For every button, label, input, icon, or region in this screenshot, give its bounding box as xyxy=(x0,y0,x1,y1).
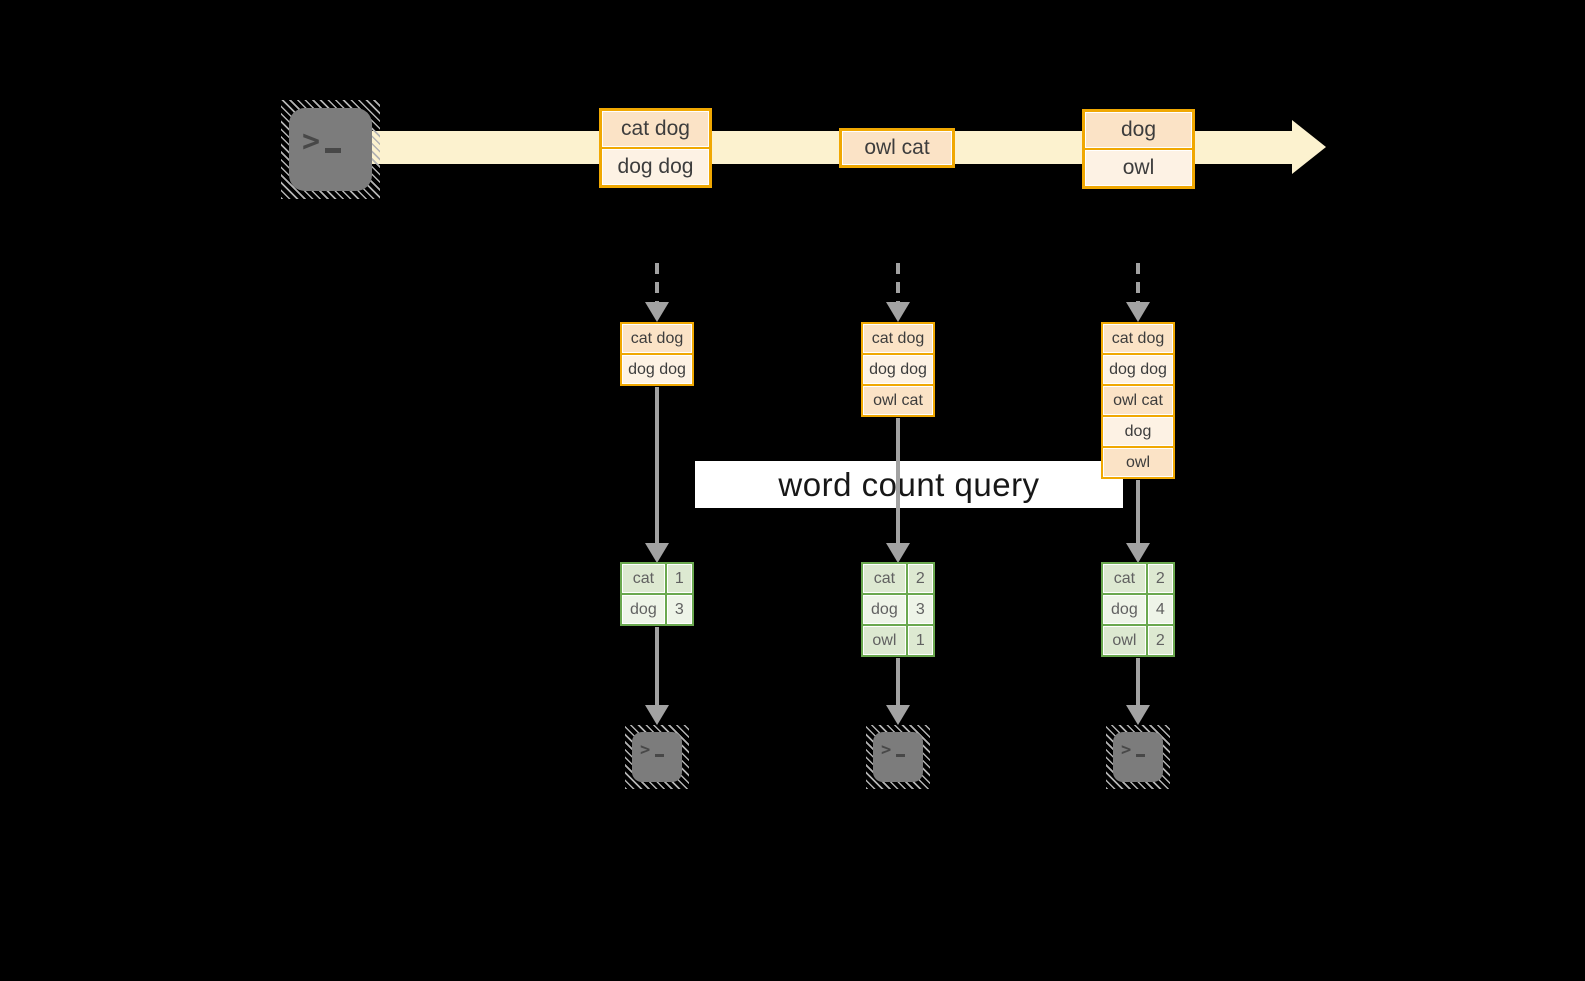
prompt-underscore-icon xyxy=(896,753,906,757)
stream-event-line: dog dog xyxy=(602,149,709,185)
query-connector-2 xyxy=(896,418,900,543)
buffer-row: cat dog xyxy=(1103,324,1173,353)
stream-event-line: owl cat xyxy=(842,131,952,165)
terminal-prompt-glyph: > xyxy=(640,740,665,760)
query-connector-1 xyxy=(655,387,659,543)
count-row: owl 1 xyxy=(863,626,933,655)
count-value-cell: 1 xyxy=(907,626,933,655)
count-value-cell: 3 xyxy=(666,595,692,624)
count-row: dog 3 xyxy=(863,595,933,624)
ingest-arrowhead-1 xyxy=(645,302,669,322)
prompt-chevron-icon: > xyxy=(302,124,321,159)
output-terminal-icon-2: > xyxy=(866,725,930,789)
count-value-cell: 1 xyxy=(666,564,692,593)
count-word-cell: owl xyxy=(1103,626,1146,655)
query-label: word count query xyxy=(778,465,1040,503)
query-arrowhead-1 xyxy=(645,543,669,563)
stream-arrowhead xyxy=(1292,120,1326,174)
terminal-prompt-glyph: > xyxy=(1121,740,1146,760)
count-row: dog 3 xyxy=(622,595,692,624)
buffer-row: owl cat xyxy=(1103,386,1173,415)
query-connector-3 xyxy=(1136,480,1140,543)
ingest-arrowhead-2 xyxy=(886,302,910,322)
count-row: owl 2 xyxy=(1103,626,1173,655)
prompt-chevron-icon: > xyxy=(881,740,892,760)
count-value-cell: 2 xyxy=(1147,626,1173,655)
ingest-arrow-2 xyxy=(896,263,900,303)
output-arrowhead-1 xyxy=(645,705,669,725)
source-terminal-icon: > xyxy=(281,100,380,199)
stream-event-line: owl xyxy=(1085,150,1192,186)
ingest-arrowhead-3 xyxy=(1126,302,1150,322)
count-value-cell: 4 xyxy=(1147,595,1173,624)
buffer-row: dog dog xyxy=(1103,355,1173,384)
count-table-1: cat 1 dog 3 xyxy=(620,562,694,626)
count-word-cell: owl xyxy=(863,626,906,655)
terminal-body: > xyxy=(1113,732,1163,782)
ingest-arrow-1 xyxy=(655,263,659,303)
count-word-cell: cat xyxy=(863,564,906,593)
buffer-row: dog xyxy=(1103,417,1173,446)
terminal-body: > xyxy=(873,732,923,782)
count-row: dog 4 xyxy=(1103,595,1173,624)
output-connector-1 xyxy=(655,627,659,705)
count-word-cell: dog xyxy=(622,595,665,624)
buffered-records-2: cat dog dog dog owl cat xyxy=(861,322,935,417)
prompt-underscore-icon xyxy=(1136,753,1146,757)
buffer-row: dog dog xyxy=(622,355,692,384)
count-value-cell: 3 xyxy=(907,595,933,624)
prompt-chevron-icon: > xyxy=(640,740,651,760)
buffer-row: cat dog xyxy=(863,324,933,353)
output-connector-3 xyxy=(1136,658,1140,705)
prompt-underscore-icon xyxy=(655,753,665,757)
count-table-3: cat 2 dog 4 owl 2 xyxy=(1101,562,1175,657)
buffered-records-1: cat dog dog dog xyxy=(620,322,694,386)
terminal-prompt-glyph: > xyxy=(881,740,906,760)
output-terminal-icon-1: > xyxy=(625,725,689,789)
prompt-underscore-icon xyxy=(325,148,342,153)
prompt-chevron-icon: > xyxy=(1121,740,1132,760)
count-value-cell: 2 xyxy=(907,564,933,593)
terminal-prompt-glyph: > xyxy=(302,124,342,159)
output-arrowhead-2 xyxy=(886,705,910,725)
count-word-cell: cat xyxy=(622,564,665,593)
buffered-records-3: cat dog dog dog owl cat dog owl xyxy=(1101,322,1175,479)
count-row: cat 2 xyxy=(863,564,933,593)
terminal-body: > xyxy=(289,108,372,191)
stream-event-3: dog owl xyxy=(1082,109,1195,189)
query-label-band: word count query xyxy=(695,461,1123,508)
stream-event-2: owl cat xyxy=(839,128,955,168)
buffer-row: owl cat xyxy=(863,386,933,415)
ingest-arrow-3 xyxy=(1136,263,1140,303)
count-word-cell: dog xyxy=(863,595,906,624)
query-arrowhead-2 xyxy=(886,543,910,563)
buffer-row: dog dog xyxy=(863,355,933,384)
count-value-cell: 2 xyxy=(1147,564,1173,593)
stream-event-line: cat dog xyxy=(602,111,709,147)
output-arrowhead-3 xyxy=(1126,705,1150,725)
count-word-cell: cat xyxy=(1103,564,1146,593)
output-terminal-icon-3: > xyxy=(1106,725,1170,789)
count-word-cell: dog xyxy=(1103,595,1146,624)
stream-event-1: cat dog dog dog xyxy=(599,108,712,188)
count-table-2: cat 2 dog 3 owl 1 xyxy=(861,562,935,657)
buffer-row: cat dog xyxy=(622,324,692,353)
stream-event-line: dog xyxy=(1085,112,1192,148)
query-arrowhead-3 xyxy=(1126,543,1150,563)
buffer-row: owl xyxy=(1103,448,1173,477)
terminal-body: > xyxy=(632,732,682,782)
count-row: cat 1 xyxy=(622,564,692,593)
count-row: cat 2 xyxy=(1103,564,1173,593)
output-connector-2 xyxy=(896,658,900,705)
